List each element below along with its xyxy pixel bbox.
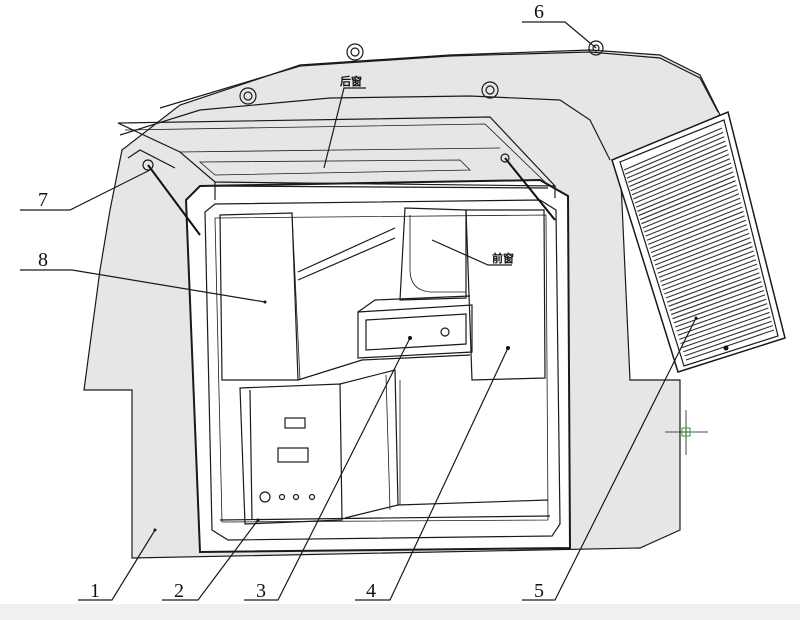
cabin-opening xyxy=(184,178,572,554)
louver-slat xyxy=(681,316,771,349)
callout-1: 1 xyxy=(78,528,157,602)
louver-slat xyxy=(642,188,739,229)
louver-slat xyxy=(637,171,734,212)
louver-slat xyxy=(638,175,735,216)
louver-slat xyxy=(666,268,759,303)
louver-slat xyxy=(664,259,757,295)
louver-slat xyxy=(669,276,761,311)
louver-slat xyxy=(641,184,737,225)
svg-text:前窗: 前窗 xyxy=(492,251,514,265)
front-window-callout: 前窗 xyxy=(431,239,514,266)
svg-text:后窗: 后窗 xyxy=(340,74,362,88)
callout-5: 5 xyxy=(522,316,698,602)
svg-text:6: 6 xyxy=(534,1,544,23)
svg-text:2: 2 xyxy=(174,580,184,602)
lifting-eye-2 xyxy=(346,43,364,61)
louver-slat xyxy=(662,254,755,291)
lower-cabinet xyxy=(239,383,343,525)
louver-slat xyxy=(679,307,769,340)
louver-slat xyxy=(685,329,775,361)
louver-slat xyxy=(672,285,763,320)
svg-text:4: 4 xyxy=(366,580,376,602)
louver-slat xyxy=(673,289,765,324)
louver-slat xyxy=(633,158,731,200)
callout-8: 8 xyxy=(20,249,267,304)
louver-slat xyxy=(683,320,772,353)
louver-slat xyxy=(635,167,733,208)
lifting-eye-3 xyxy=(481,81,499,99)
window-latch xyxy=(723,345,729,351)
louver-slat xyxy=(658,241,752,278)
louver-slat xyxy=(652,219,746,258)
rear-window-hatch xyxy=(117,116,557,187)
bottom-strip xyxy=(0,604,800,620)
louver-slat xyxy=(648,206,743,245)
louver-slat xyxy=(675,294,766,328)
louver-slat xyxy=(668,272,760,307)
louver-slat xyxy=(684,325,774,357)
louver-slat xyxy=(654,228,749,266)
lifting-eye-4 xyxy=(588,40,604,56)
svg-text:3: 3 xyxy=(256,580,266,602)
louver-slat xyxy=(626,136,725,179)
louver-slat xyxy=(657,237,751,274)
callout-3: 3 xyxy=(244,336,412,602)
callout-7: 7 xyxy=(20,169,151,211)
louver-slat xyxy=(660,246,753,283)
louver-slat xyxy=(665,263,758,299)
louver-slat xyxy=(653,224,748,262)
louver-slat xyxy=(656,232,750,270)
lifting-eye-1 xyxy=(239,87,257,105)
louver-slat xyxy=(634,162,732,204)
front-window-panel xyxy=(611,110,786,373)
louver-slat xyxy=(670,281,762,316)
louver-slat xyxy=(631,153,729,196)
louver-slat xyxy=(627,140,726,183)
roof-line xyxy=(119,95,611,161)
louver-slat xyxy=(629,145,727,188)
louver-slat xyxy=(677,303,768,336)
louver-slat xyxy=(661,250,754,287)
louver-slat xyxy=(646,202,742,241)
rear-window-callout: 后窗 xyxy=(323,74,366,169)
louver-slat xyxy=(625,131,724,175)
louver-slat xyxy=(649,210,744,249)
right-interior-panel xyxy=(465,209,546,381)
callout-2: 2 xyxy=(162,518,260,602)
callout-6: 6 xyxy=(522,1,597,49)
svg-text:1: 1 xyxy=(90,580,100,602)
louver-slat xyxy=(650,215,745,254)
inner-frame xyxy=(204,199,561,541)
svg-text:8: 8 xyxy=(38,249,48,271)
crosshair-marker xyxy=(665,410,708,455)
hatch-strut-right xyxy=(504,157,556,221)
louver-slat xyxy=(645,197,741,237)
svg-text:5: 5 xyxy=(534,580,544,602)
louver-slat xyxy=(623,127,723,171)
callout-4: 4 xyxy=(355,346,510,602)
louver-slat xyxy=(630,149,728,192)
louver-slat xyxy=(644,193,740,233)
louver-slat xyxy=(639,180,736,221)
louver-slat xyxy=(680,311,770,344)
svg-text:7: 7 xyxy=(38,189,48,211)
hatch-strut-left xyxy=(147,164,201,236)
drawer-console xyxy=(357,295,473,359)
